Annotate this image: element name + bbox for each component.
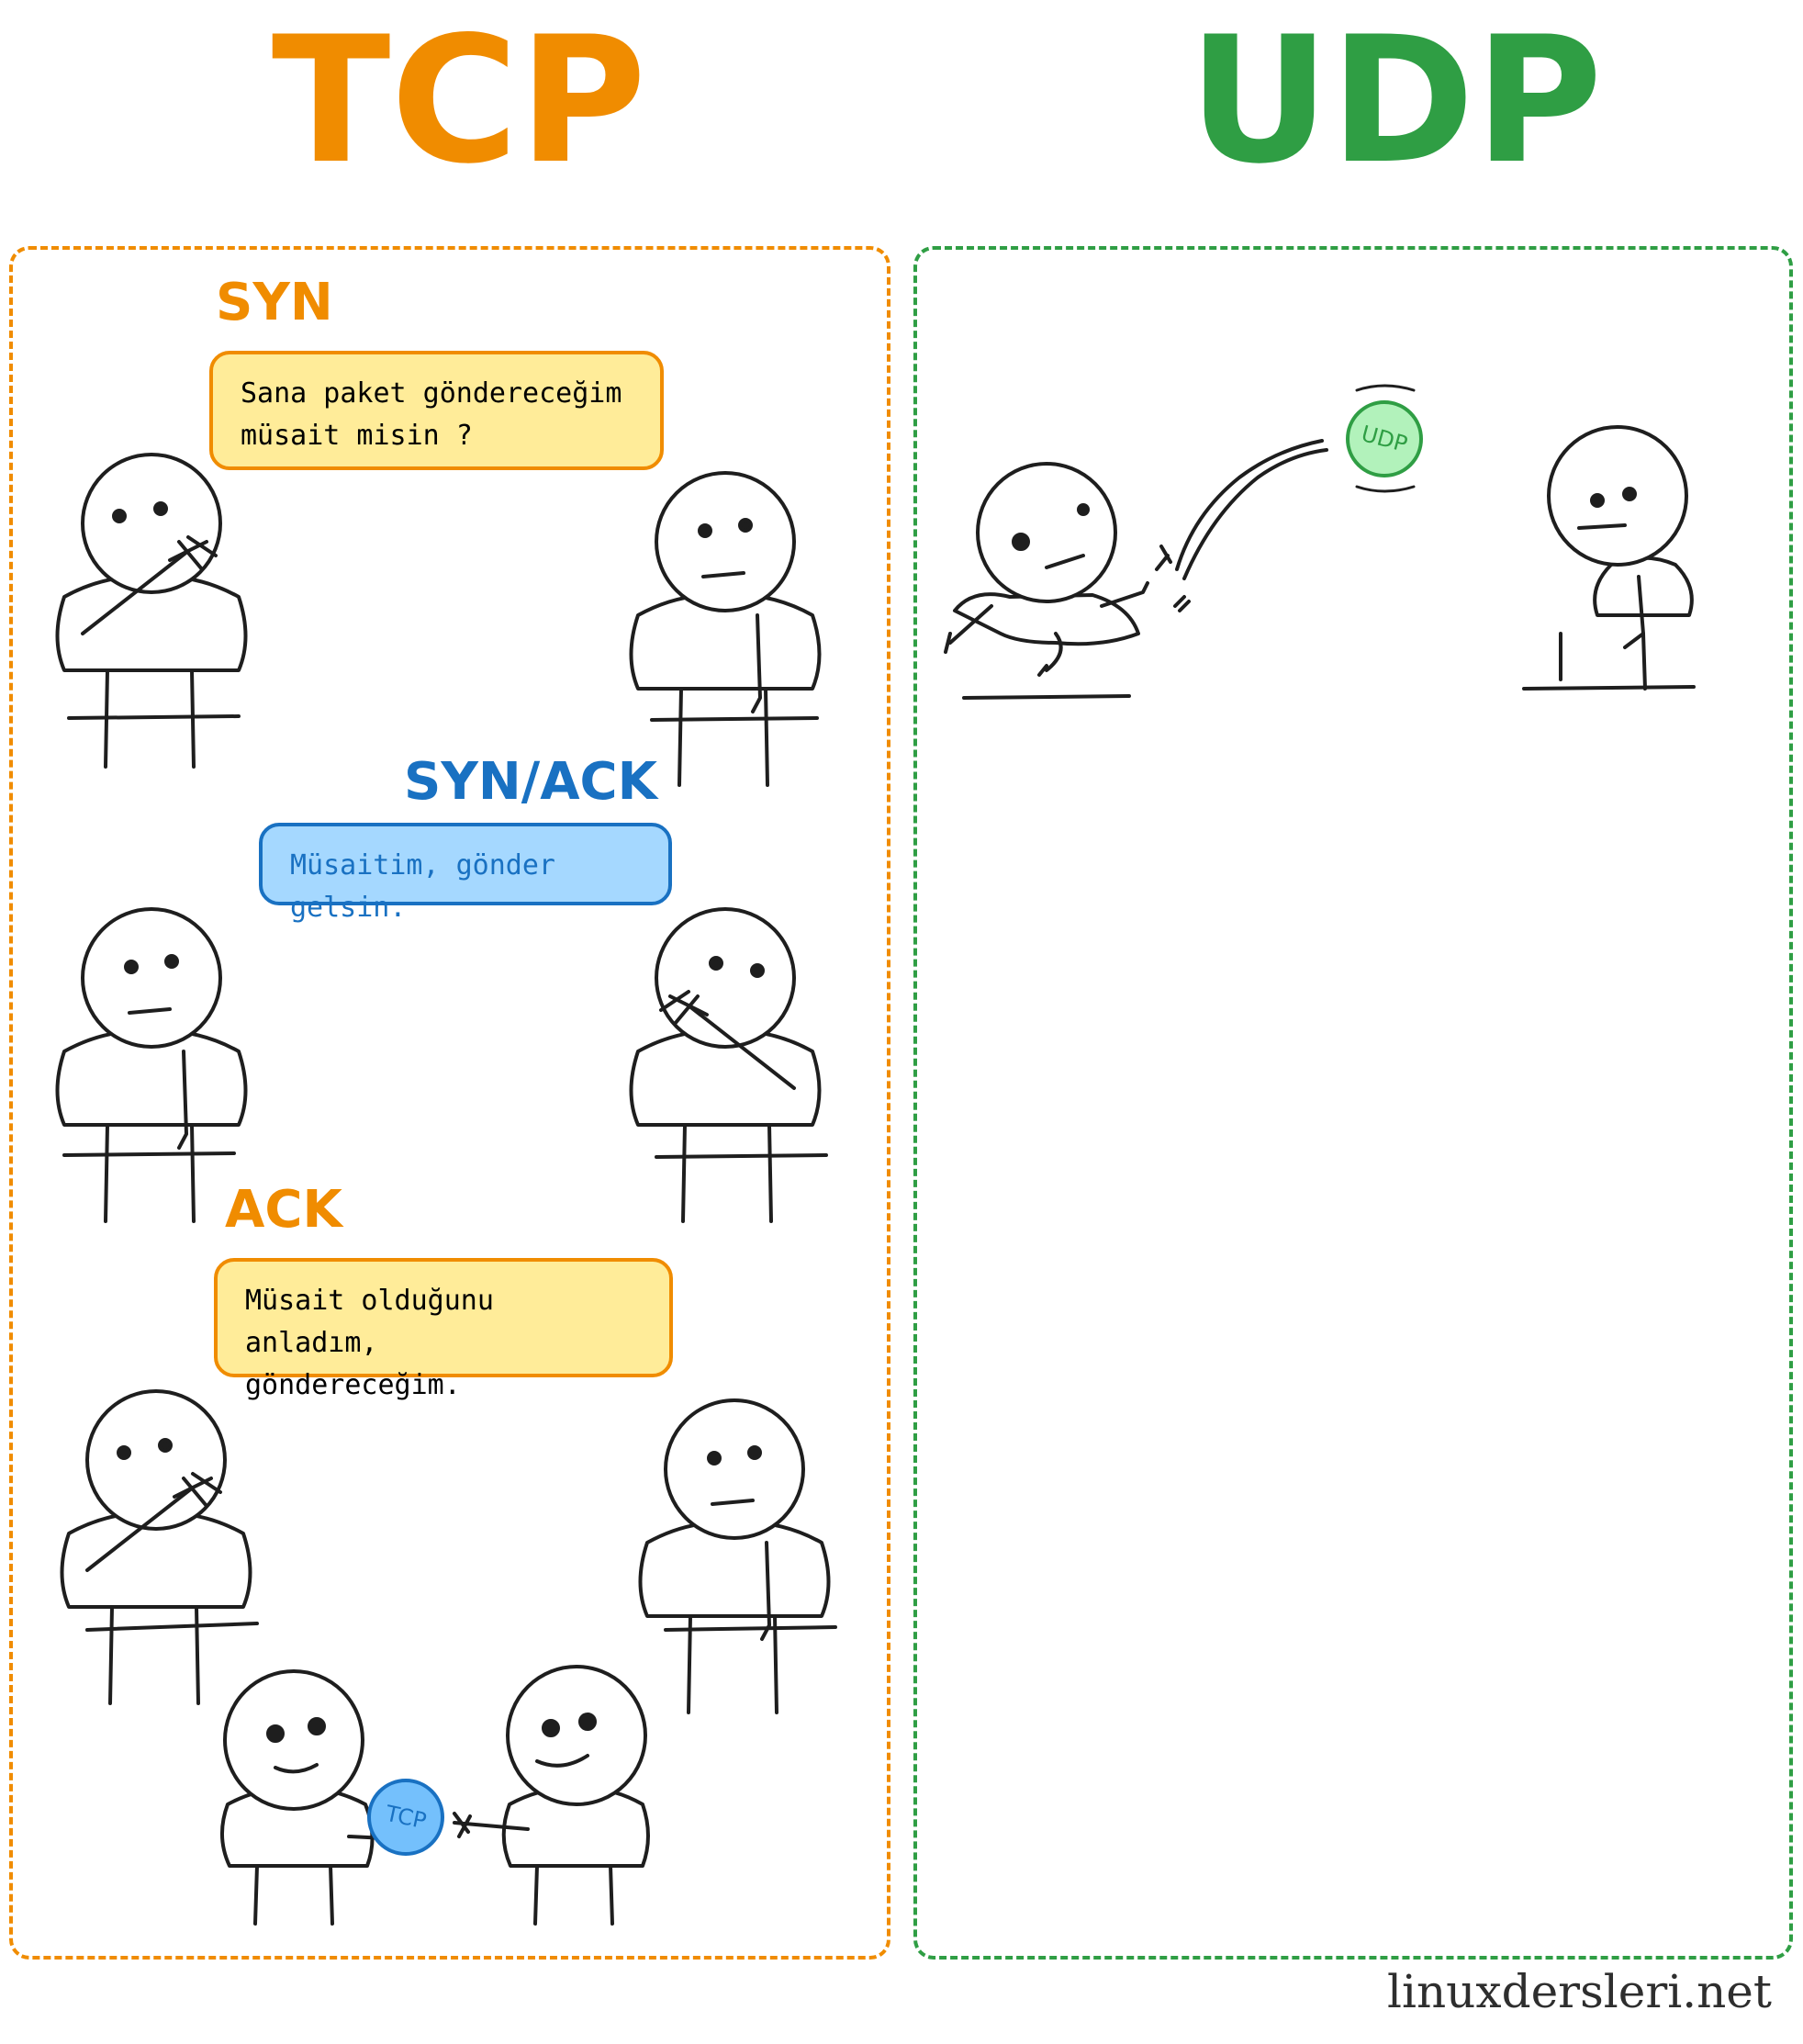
tcp-ball: TCP (367, 1779, 444, 1856)
footer-site: linuxdersleri.net (1387, 1965, 1772, 2018)
syn-bubble-line-1: Sana paket göndereceğim (241, 377, 622, 410)
tcp-title: TCP (271, 0, 647, 202)
tcp-ball-label: TCP (383, 1800, 429, 1835)
syn-speech-bubble: Sana paket göndereceğim müsait misin ? (209, 351, 664, 470)
tcp-panel (9, 246, 890, 1960)
syn-label: SYN (216, 273, 333, 332)
syn-ack-bubble-line-1: Müsaitim, gönder gelsin. (290, 849, 555, 924)
udp-panel (913, 246, 1793, 1960)
ack-speech-bubble: Müsait olduğunu anladım, göndereceğim. (214, 1258, 673, 1401)
udp-title: UDP (1188, 0, 1603, 202)
ack-bubble-line-1: Müsait olduğunu anladım, (245, 1285, 494, 1359)
syn-bubble-line-2: müsait misin ? (241, 420, 473, 452)
syn-ack-label: SYN/ACK (404, 752, 658, 812)
ack-label: ACK (225, 1180, 342, 1240)
ack-bubble-line-2: göndereceğim. (245, 1369, 461, 1401)
syn-ack-speech-bubble: Müsaitim, gönder gelsin. (259, 823, 672, 924)
